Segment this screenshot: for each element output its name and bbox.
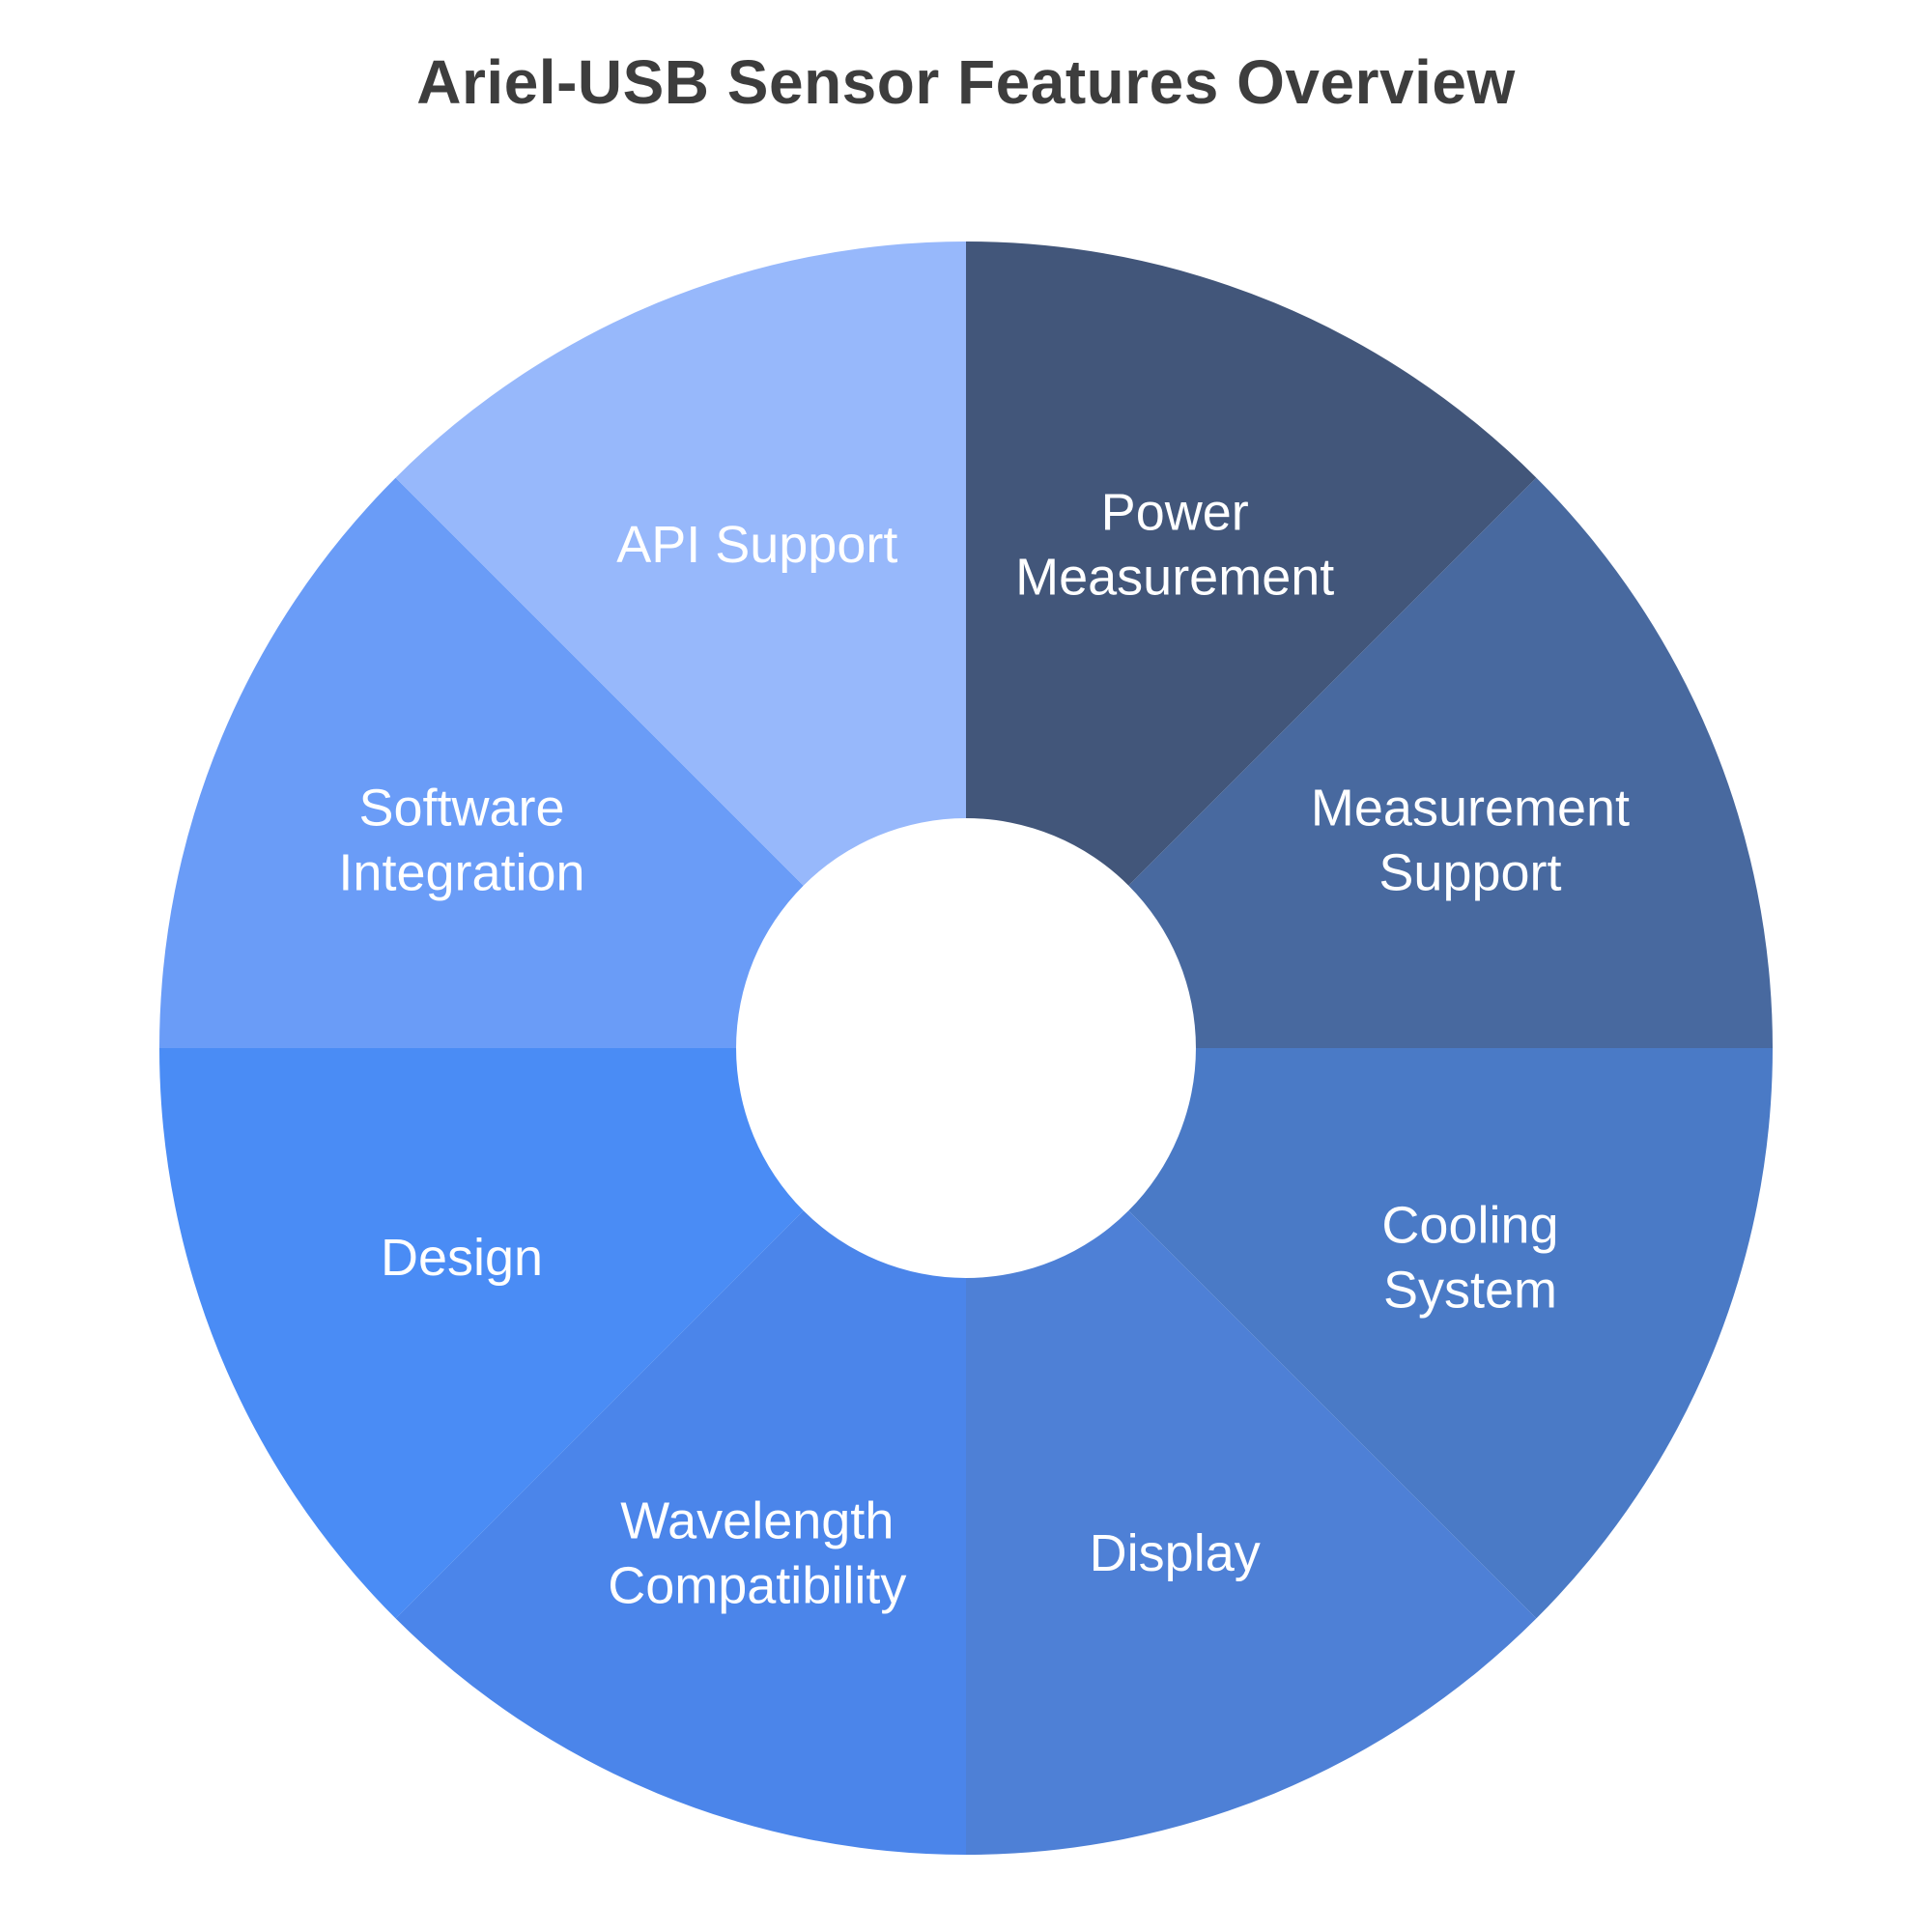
slice-label-line: Software: [358, 779, 564, 837]
slice-label-line: Display: [1090, 1524, 1261, 1582]
slice-api-support: [395, 242, 967, 886]
slice-measurement-support: [1128, 477, 1773, 1049]
slice-label-line: Integration: [338, 843, 584, 901]
slice-label-line: Power: [1101, 484, 1249, 542]
slice-label-line: Wavelength: [620, 1492, 894, 1549]
slice-display: [966, 1210, 1537, 1855]
slice-label-line: Measurement: [1311, 779, 1630, 837]
slice-power-measurement: [966, 242, 1537, 886]
chart-title: Ariel-USB Sensor Features Overview: [416, 47, 1516, 117]
slice-label-line: Support: [1378, 843, 1561, 901]
slice-label-line: System: [1383, 1262, 1557, 1320]
slice-label-design: Design: [381, 1229, 543, 1287]
slice-label-display: Display: [1090, 1524, 1261, 1582]
slice-label-line: Cooling: [1381, 1197, 1558, 1255]
slice-design: [158, 1048, 804, 1619]
slice-label-line: Compatibility: [608, 1556, 906, 1614]
slice-wavelength-compatibility: [395, 1210, 967, 1855]
slice-label-line: API Support: [616, 516, 897, 574]
slice-label-line: Design: [381, 1229, 543, 1287]
slice-cooling-system: [1128, 1048, 1773, 1619]
slice-label-line: Measurement: [1015, 549, 1334, 607]
slice-software-integration: [159, 477, 804, 1049]
slice-label-api-support: API Support: [616, 516, 897, 574]
